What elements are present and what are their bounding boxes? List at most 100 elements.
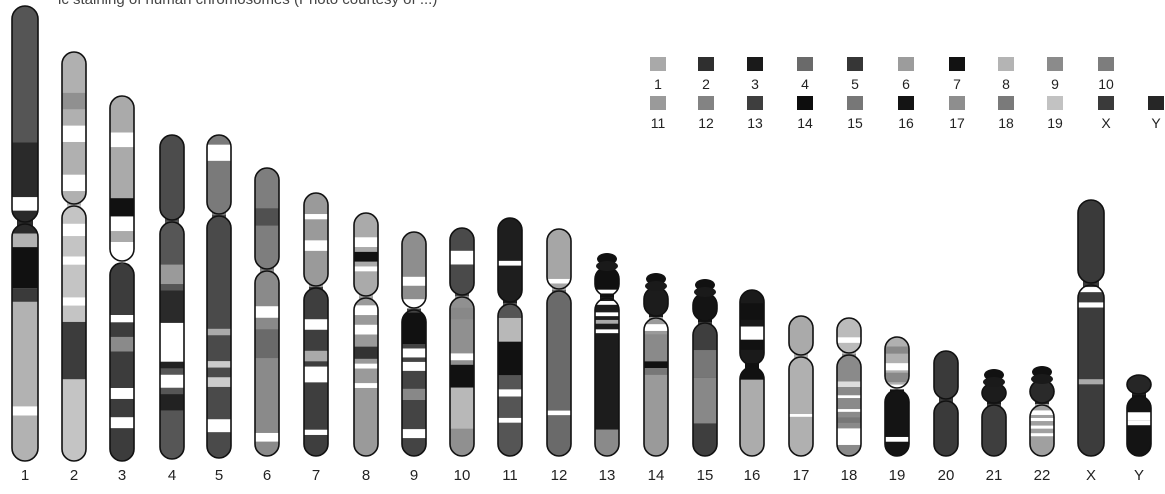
chromosome: 8 [354, 213, 378, 484]
chromosome-band [547, 279, 571, 284]
chromosome-band [885, 373, 909, 383]
chromosome-band [402, 362, 426, 371]
chromosome-band [354, 364, 378, 369]
chromosome-band [1030, 433, 1054, 436]
legend-swatch [797, 96, 813, 110]
chromosome-label: 2 [70, 467, 78, 484]
chromosome-band [207, 329, 231, 335]
legend-item: 6 [898, 57, 914, 92]
chromosome: 18 [837, 318, 861, 484]
legend-swatch [650, 57, 666, 71]
legend-swatch [949, 57, 965, 71]
chromosome-band [1030, 426, 1054, 429]
legend-item: 12 [698, 96, 714, 131]
chromosome-q-arm [110, 262, 134, 461]
chromosome-label: 7 [312, 467, 320, 484]
legend-label: 2 [702, 76, 710, 92]
chromosome-p-arm [110, 96, 134, 262]
legend-item: 9 [1047, 57, 1063, 92]
chromosome-band [837, 417, 861, 423]
chromosome-label: 5 [215, 467, 223, 484]
legend-item: 15 [847, 96, 863, 131]
chromosome-band [595, 329, 619, 333]
chromosome: 6 [255, 168, 279, 484]
chromosome-label: 4 [168, 467, 176, 484]
chromosome-band [498, 261, 522, 266]
chromosome: 3 [110, 96, 134, 484]
chromosome-band [644, 368, 668, 375]
legend-label: 17 [949, 115, 965, 131]
chromosome-band [62, 93, 86, 109]
chromosome-band [304, 319, 328, 330]
chromosome-band [354, 347, 378, 359]
chromosome-satellite [596, 261, 618, 271]
legend-label: 11 [651, 115, 666, 131]
chromosome-band [354, 305, 378, 315]
chromosome-band [740, 340, 764, 350]
chromosome-label: 8 [362, 467, 370, 484]
chromosome-label: 19 [889, 467, 906, 484]
chromosome-band [498, 342, 522, 375]
chromosome-band [160, 375, 184, 388]
legend-label: 10 [1098, 76, 1114, 92]
chromosome-band [402, 277, 426, 286]
legend-label: 12 [698, 115, 714, 131]
chromosome-label: 13 [599, 467, 616, 484]
chromosome-band [450, 251, 474, 265]
legend-swatch [797, 57, 813, 71]
legend-label: X [1101, 115, 1111, 131]
chromosome-band [255, 306, 279, 318]
chromosome-band [402, 429, 426, 438]
chromosome-band [837, 381, 861, 387]
chromosome-label: 18 [841, 467, 858, 484]
legend-label: 9 [1051, 76, 1059, 92]
chromosome-p-arm [160, 135, 184, 221]
legend-label: 16 [898, 115, 914, 131]
chromosome-band [304, 367, 328, 383]
legend-item: 13 [747, 96, 763, 131]
legend-item: 18 [998, 96, 1014, 131]
chromosome-label: 21 [986, 467, 1003, 484]
chromosome-label: 20 [938, 467, 955, 484]
chromosome-band [12, 197, 38, 211]
legend-label: 3 [751, 76, 759, 92]
chromosome: 12 [547, 229, 571, 484]
chromosome-label: 9 [410, 467, 418, 484]
chromosome-band [498, 418, 522, 423]
chromosome-band [160, 265, 184, 284]
legend-item: 7 [949, 57, 965, 92]
chromosome-band [62, 224, 86, 236]
chromosome-band [402, 313, 426, 344]
chromosome-band [354, 237, 378, 247]
chromosome: 17 [789, 316, 813, 484]
legend-item: 11 [650, 96, 666, 131]
legend-swatch [1148, 96, 1164, 110]
legend-item: 4 [797, 57, 813, 92]
chromosome-band [304, 430, 328, 435]
chromosome-band [595, 320, 619, 324]
chromosome-band [62, 126, 86, 142]
chromosome-band [304, 351, 328, 362]
chromosome-band [1127, 420, 1151, 425]
legend-item: 10 [1098, 57, 1114, 92]
chromosome: 14 [644, 273, 668, 484]
chromosome-satellite [645, 281, 667, 291]
legend-label: 19 [1047, 115, 1063, 131]
chromosome-band [547, 411, 571, 416]
chromosome: 16 [740, 290, 764, 484]
chromosome-band [402, 348, 426, 357]
chromosome-band [789, 414, 813, 417]
legend-item: 1 [650, 57, 666, 92]
legend-swatch [1098, 96, 1114, 110]
chromosome-band [1127, 412, 1151, 420]
chromosome-label: 11 [502, 467, 518, 484]
chromosome: 19 [885, 337, 909, 484]
chromosome: 2 [62, 52, 86, 484]
chromosome: 4 [160, 135, 184, 484]
chromosome-label: 15 [697, 467, 714, 484]
chromosome-band [110, 216, 134, 231]
chromosome-band [740, 303, 764, 320]
chromosome: 5 [207, 135, 231, 484]
legend-label: 15 [847, 115, 863, 131]
